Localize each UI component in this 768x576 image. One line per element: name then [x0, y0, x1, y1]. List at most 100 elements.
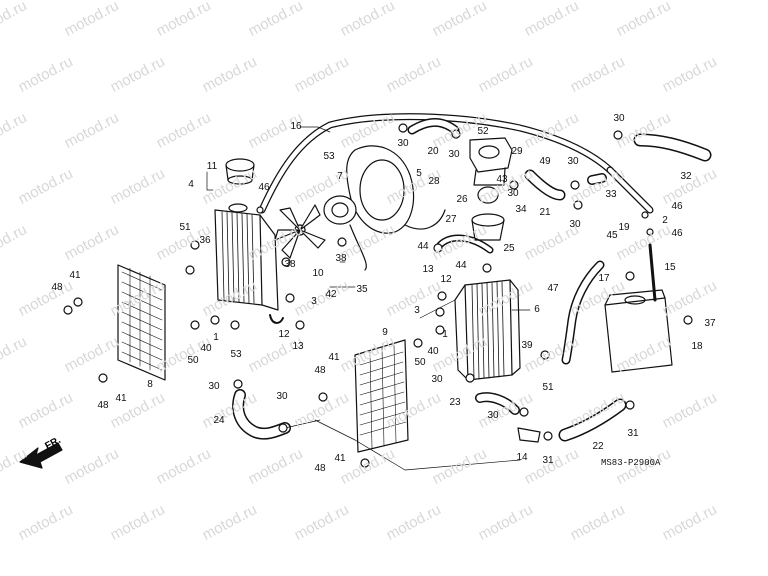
part-number-label: 16	[290, 121, 302, 132]
part-number-label: 30	[569, 219, 581, 230]
part-number-label: 41	[328, 352, 340, 363]
hose-24	[232, 389, 291, 440]
part-number-label: 33	[605, 189, 617, 200]
front-direction-arrow	[19, 442, 63, 469]
part-number-label: 26	[456, 194, 468, 205]
thermostat-housing	[469, 137, 513, 186]
part-number-label: 48	[314, 365, 326, 376]
part-number-label: 1	[442, 329, 448, 340]
part-number-label: 43	[496, 174, 508, 185]
part-number-label: 7	[337, 171, 343, 182]
part-number-label: 53	[323, 151, 335, 162]
part-number-label: 22	[592, 441, 604, 452]
part-number-label: 15	[664, 262, 676, 273]
part-number-label: 41	[334, 453, 346, 464]
diagram-code: MS83-P2900A	[601, 458, 661, 468]
part-number-label: 1	[213, 332, 219, 343]
part-number-label: 5	[416, 168, 422, 179]
part-number-label: 48	[51, 282, 63, 293]
left-radiator	[214, 203, 284, 324]
part-number-label: 20	[427, 146, 439, 157]
part-number-label: 23	[449, 397, 461, 408]
right-radiator	[454, 279, 521, 381]
upper-long-hose	[258, 113, 654, 214]
part-number-label: 3	[414, 305, 420, 316]
part-number-label: 48	[97, 400, 109, 411]
hose-21	[524, 169, 566, 201]
fan-blade	[274, 204, 326, 259]
part-number-label: 32	[680, 171, 692, 182]
part-number-label: 13	[422, 264, 434, 275]
hose-22	[558, 398, 627, 442]
part-number-label: 44	[455, 260, 467, 271]
part-number-label: 30	[397, 138, 409, 149]
part-number-label: 13	[292, 341, 304, 352]
part-number-label: 30	[507, 188, 519, 199]
right-grill	[354, 339, 409, 453]
part-number-label: 46	[258, 182, 270, 193]
part-number-label: 17	[598, 273, 610, 284]
part-number-label: 52	[477, 126, 489, 137]
part-number-label: 27	[445, 214, 457, 225]
part-number-label: 30	[567, 156, 579, 167]
part-number-label: 30	[487, 410, 499, 421]
part-number-label: 21	[539, 207, 551, 218]
part-number-label: 38	[335, 253, 347, 264]
fan-motor	[323, 195, 367, 271]
part-number-label: 41	[69, 270, 81, 281]
part-number-label: 30	[208, 381, 220, 392]
part-number-label: 18	[691, 341, 703, 352]
part-number-label: 3	[311, 296, 317, 307]
hose-47	[561, 260, 605, 365]
part-number-label: 30	[448, 149, 460, 160]
part-number-label: 9	[382, 327, 388, 338]
part-number-label: 42	[325, 289, 337, 300]
part-number-label: 29	[511, 146, 523, 157]
part-number-label: 46	[671, 228, 683, 239]
left-grill	[117, 264, 166, 381]
part-number-label: 31	[627, 428, 639, 439]
hose-32	[633, 133, 712, 162]
part-number-label: 48	[314, 463, 326, 474]
part-number-label: 4	[188, 179, 194, 190]
hose-23	[475, 392, 520, 415]
radiator-cap	[225, 158, 255, 185]
part-number-label: 44	[417, 241, 429, 252]
part-number-label: 24	[213, 415, 225, 426]
part-number-label: 2	[662, 215, 668, 226]
reserve-tank	[604, 243, 673, 373]
clamps-and-bolts	[63, 123, 693, 468]
part-number-label: 41	[115, 393, 127, 404]
part-number-label: 10	[312, 268, 324, 279]
part-number-label: 8	[147, 379, 153, 390]
part-number-label: 30	[613, 113, 625, 124]
part-number-label: 19	[618, 222, 630, 233]
part-number-label: 49	[539, 156, 551, 167]
part-number-label: 40	[200, 343, 212, 354]
part-number-label: 39	[521, 340, 533, 351]
part-number-label: 50	[187, 355, 199, 366]
part-number-label: 38	[284, 259, 296, 270]
part-number-label: 50	[414, 357, 426, 368]
part-number-label: 12	[440, 274, 452, 285]
hose-33	[587, 173, 607, 185]
part-number-label: 45	[606, 230, 618, 241]
part-number-label: 51	[542, 382, 554, 393]
water-pipe	[436, 234, 494, 254]
part-number-label: 51	[179, 222, 191, 233]
joint-14	[517, 427, 541, 443]
hose-20	[407, 118, 460, 135]
part-number-label: 37	[704, 318, 716, 329]
part-number-label: 12	[278, 329, 290, 340]
part-number-label: 25	[503, 243, 515, 254]
part-number-label: 11	[206, 161, 218, 172]
part-number-label: 53	[230, 349, 242, 360]
part-number-label: 47	[547, 283, 559, 294]
part-number-label: 34	[515, 204, 527, 215]
part-number-label: 31	[542, 455, 554, 466]
fan-shroud	[346, 145, 446, 234]
filler-neck	[471, 186, 505, 241]
part-number-label: 30	[276, 391, 288, 402]
part-number-label: 46	[671, 201, 683, 212]
